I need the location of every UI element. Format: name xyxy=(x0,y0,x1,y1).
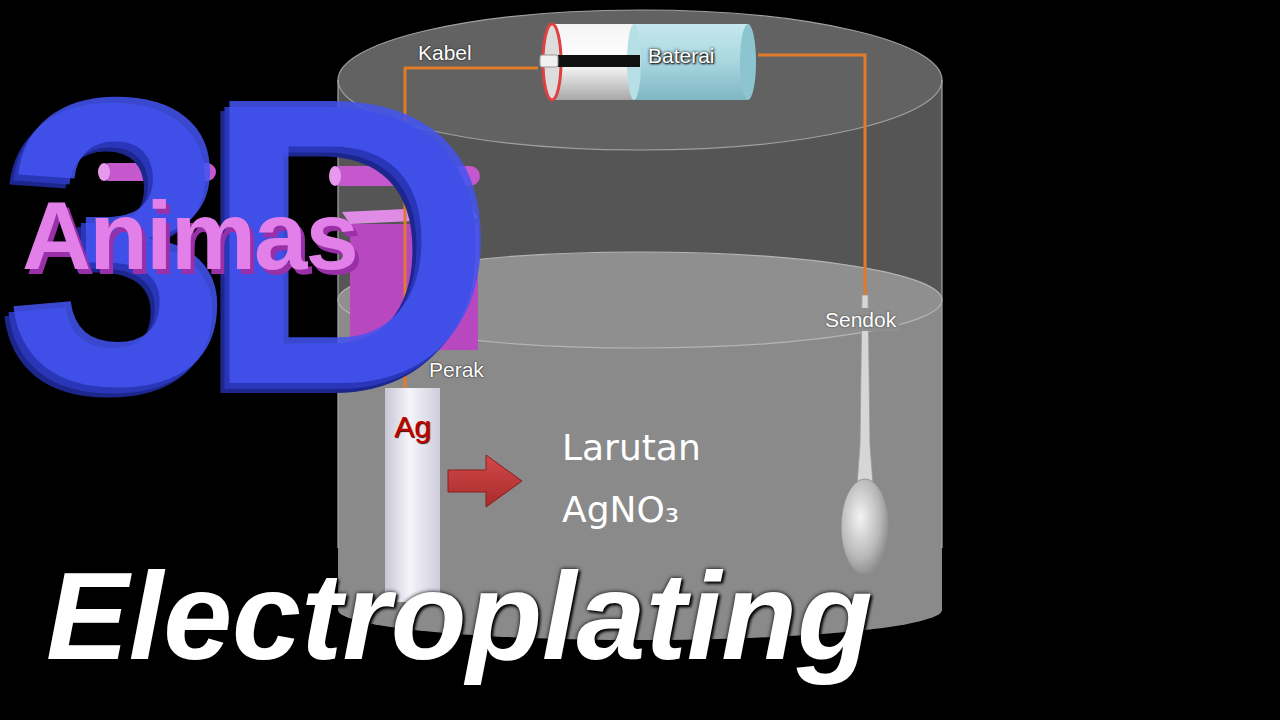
battery-body xyxy=(634,24,748,100)
solution-label: Larutan AgNO₃ xyxy=(562,417,762,541)
battery-label: Baterai xyxy=(648,44,715,67)
wire-label: Kabel xyxy=(418,42,472,64)
spoon-shape xyxy=(840,295,890,577)
logo-subtext: Animas xyxy=(22,188,357,284)
flow-arrow xyxy=(448,455,522,507)
spoon-electrode: Sendok xyxy=(840,295,890,577)
spoon-label: Sendok xyxy=(822,308,899,331)
wire xyxy=(758,55,865,295)
beaker-side xyxy=(941,80,942,548)
battery-end xyxy=(740,24,756,100)
battery-cell: Baterai xyxy=(538,22,758,102)
title-text: Electroplating xyxy=(46,554,873,678)
battery-terminal xyxy=(540,55,558,67)
battery-rod xyxy=(558,55,640,67)
